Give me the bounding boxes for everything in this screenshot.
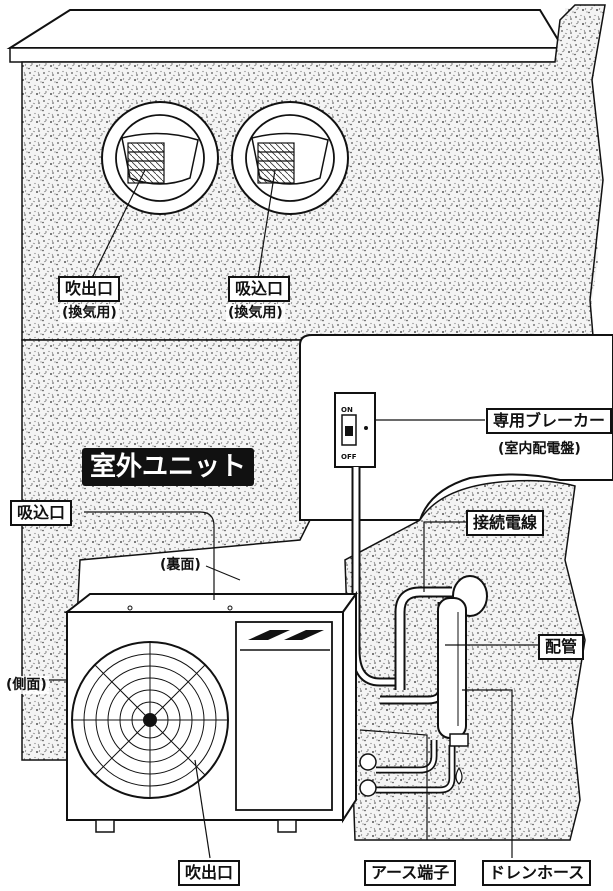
breaker-box xyxy=(334,392,485,468)
vent-inlet-label: 吸込口 xyxy=(228,276,291,302)
vent-inlet-hood xyxy=(231,101,349,215)
breaker-label: 専用ブレーカー xyxy=(486,408,613,434)
roof-edge xyxy=(6,9,565,49)
switch-on-text: ON xyxy=(341,406,353,414)
unit-inlet-label: 吸込口 xyxy=(10,500,73,526)
vent-outlet-note: (換気用) xyxy=(60,304,119,322)
pipe-cover xyxy=(437,575,488,747)
drain-droplet xyxy=(455,766,463,785)
outdoor-unit-title: 室外ユニット xyxy=(82,448,255,486)
switch-off-text: OFF xyxy=(341,453,357,461)
roof-fascia xyxy=(9,47,566,63)
unit-outlet-label: 吹出口 xyxy=(178,860,241,886)
breaker-note: (室内配電盤) xyxy=(496,440,583,458)
indoor-panel-area xyxy=(299,334,613,521)
earth-terminal-label: アース端子 xyxy=(364,860,457,886)
piping-label: 配管 xyxy=(538,634,585,660)
vent-outlet-hood xyxy=(101,101,219,215)
drain-hose-label: ドレンホース xyxy=(482,860,592,886)
outdoor-unit xyxy=(64,590,377,833)
vent-outlet-label: 吹出口 xyxy=(58,276,121,302)
connection-wire-label: 接続電線 xyxy=(466,510,545,536)
side-note: (側面) xyxy=(4,676,49,694)
rear-note: (裏面) xyxy=(158,556,203,574)
vent-inlet-note: (換気用) xyxy=(226,304,285,322)
